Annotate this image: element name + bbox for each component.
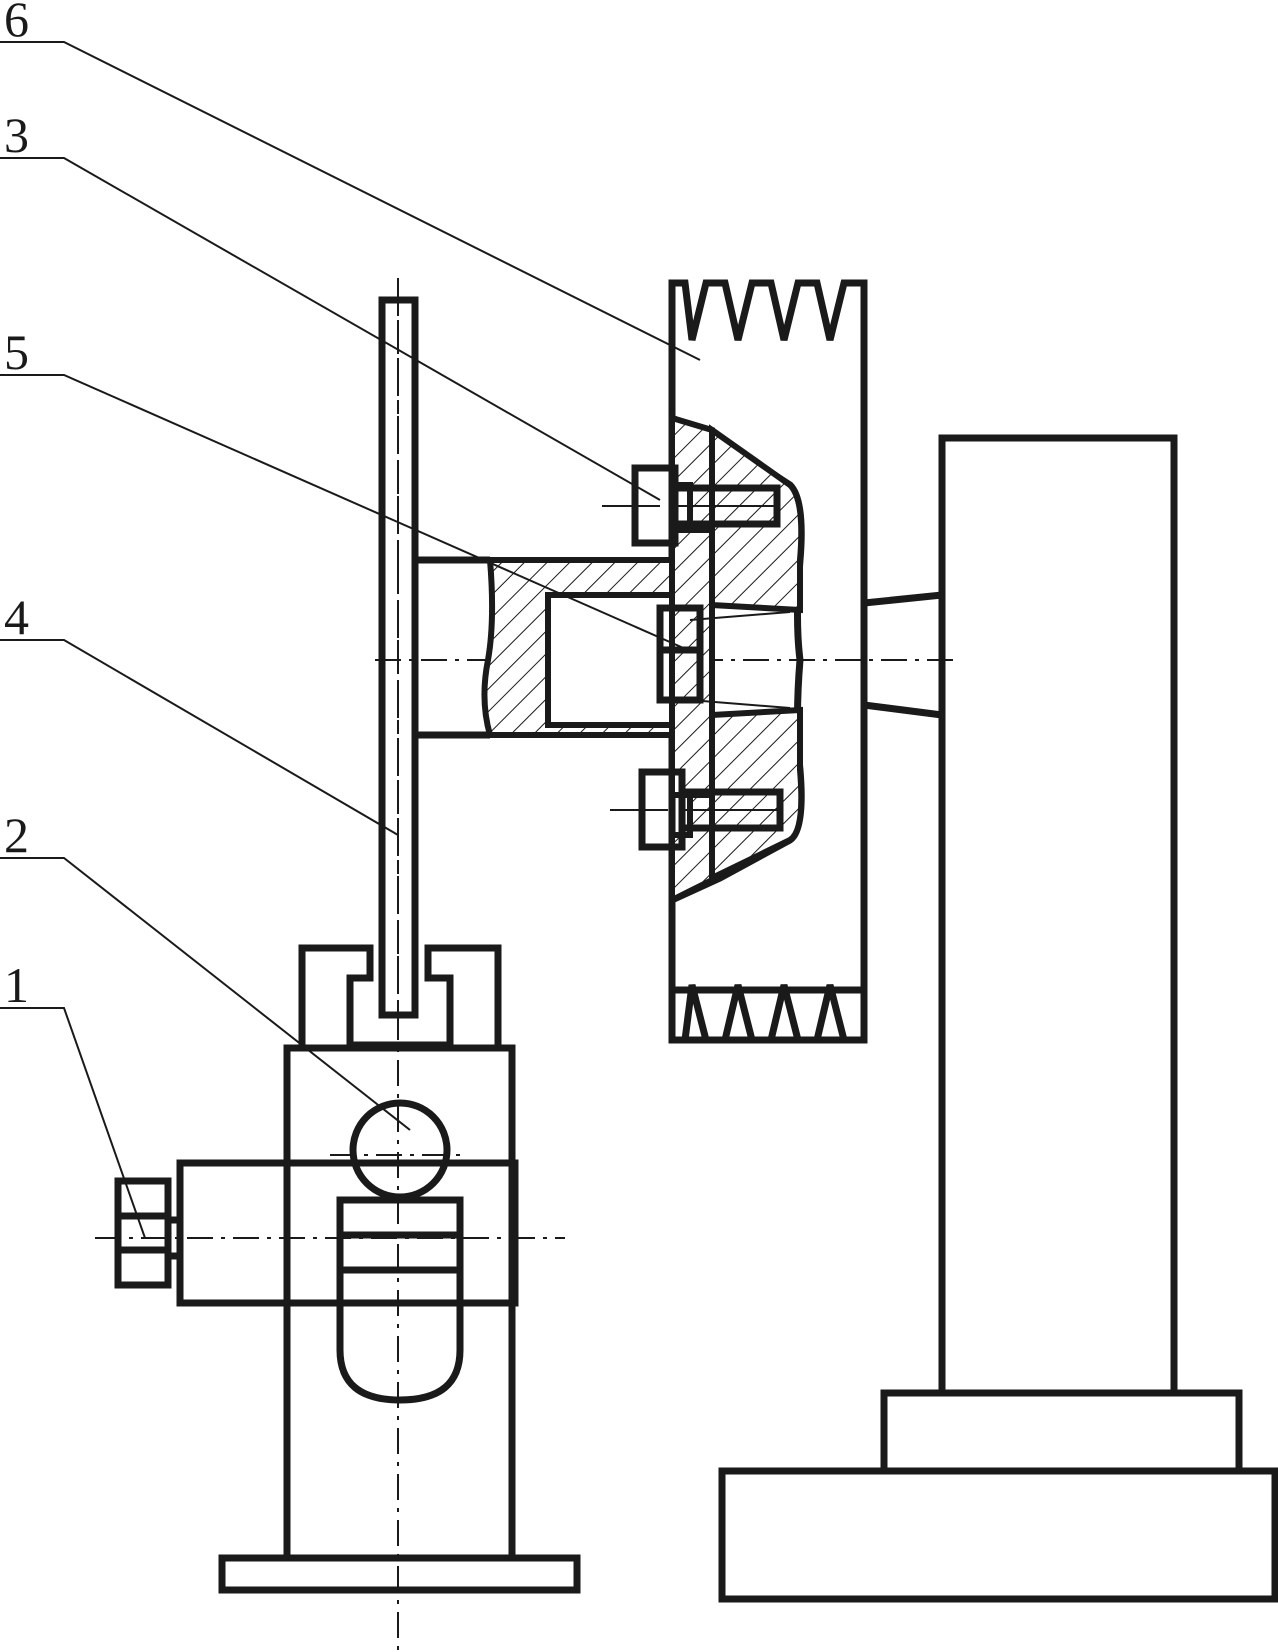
center-lines: [95, 278, 960, 1652]
lower-bolt: [610, 768, 784, 851]
label-part-6: 6: [4, 0, 29, 47]
upper-bolt: [602, 464, 781, 547]
label-part-2: 2: [4, 807, 29, 863]
clamp-base: [114, 944, 581, 1594]
leader-lines: [0, 41, 701, 1239]
label-part-3: 3: [4, 107, 29, 163]
vertical-rod: [378, 296, 490, 1019]
part-labels: 6 3 5 4 2 1: [4, 0, 29, 1013]
label-part-1: 1: [4, 957, 29, 1013]
label-part-4: 4: [4, 589, 29, 645]
support-stand: [718, 434, 1278, 1603]
label-part-5: 5: [4, 324, 29, 380]
